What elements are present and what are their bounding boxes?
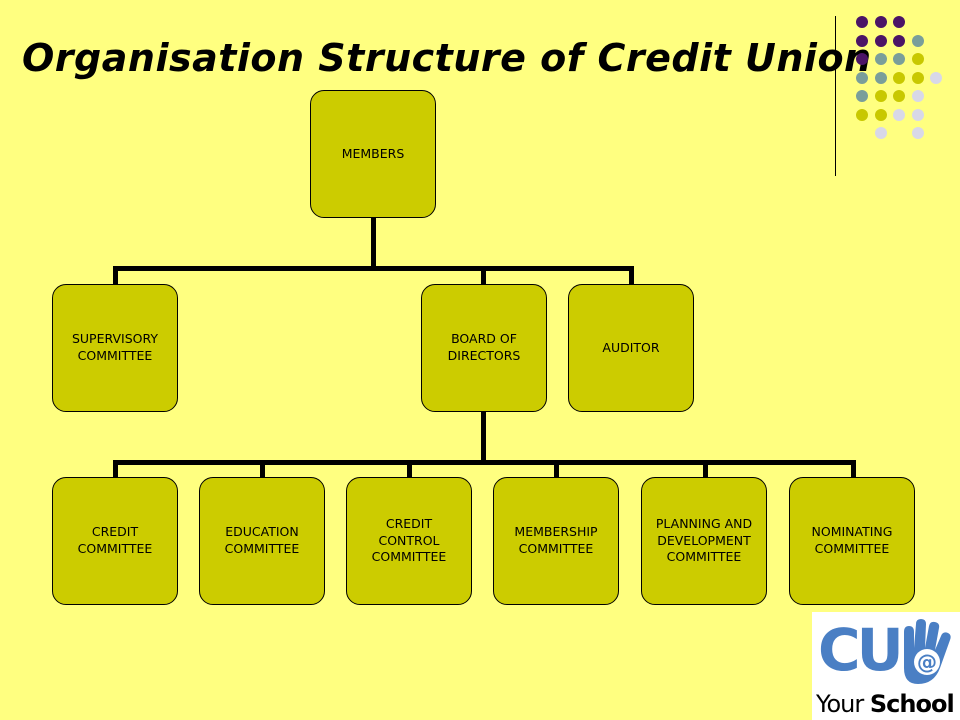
logo-tagline-prefix: Your <box>816 690 870 718</box>
hand-at-icon: @ <box>904 619 951 684</box>
decorative-dot <box>874 127 887 139</box>
node-members: MEMBERS <box>310 90 436 218</box>
decorative-dot <box>911 127 924 139</box>
logo-tagline-bold: School <box>869 690 955 718</box>
node-credit-committee: CREDIT COMMITTEE <box>52 477 178 605</box>
connector-members-down <box>371 218 376 268</box>
node-nominating-committee: NOMINATING COMMITTEE <box>789 477 915 605</box>
decorative-dot <box>893 34 905 47</box>
connector-level2-bar <box>113 460 856 465</box>
decorative-dot <box>911 34 924 47</box>
connector-board-drop <box>481 266 486 284</box>
decorative-dot <box>874 90 887 102</box>
decorative-dot <box>893 16 905 28</box>
node-education-committee: EDUCATION COMMITTEE <box>199 477 325 605</box>
decorative-dot <box>856 90 868 102</box>
decorative-dot <box>893 71 905 84</box>
connector-level1-bar <box>113 266 634 271</box>
decorative-dot <box>911 53 924 65</box>
decorative-dot <box>874 53 887 65</box>
node-planning-development-committee: PLANNING AND DEVELOPMENT COMMITTEE <box>641 477 767 605</box>
connector-credit-drop <box>113 460 118 477</box>
connector-membership-drop <box>554 460 559 477</box>
decorative-dot <box>911 71 924 84</box>
node-supervisory-committee: SUPERVISORY COMMITTEE <box>52 284 178 412</box>
decorative-dot <box>911 108 924 121</box>
connector-board-down <box>481 412 486 462</box>
decorative-vertical-rule <box>835 16 836 176</box>
node-membership-committee: MEMBERSHIP COMMITTEE <box>493 477 619 605</box>
logo-tagline: Your School <box>816 690 955 718</box>
connector-education-drop <box>260 460 265 477</box>
node-auditor: AUDITOR <box>568 284 694 412</box>
decorative-dot <box>893 53 905 65</box>
connector-auditor-drop <box>629 266 634 284</box>
decorative-dot <box>893 90 905 102</box>
decorative-dot <box>856 34 868 47</box>
decorative-dot <box>930 71 942 84</box>
page-title: Organisation Structure of Credit Union <box>22 36 872 80</box>
cu-your-school-logo: CU @ Your School <box>812 612 960 720</box>
decorative-dot <box>874 108 887 121</box>
decorative-dot <box>856 53 868 65</box>
decorative-dot <box>856 108 868 121</box>
node-credit-control-committee: CREDIT CONTROL COMMITTEE <box>346 477 472 605</box>
decorative-dot <box>911 90 924 102</box>
connector-supervisory-drop <box>113 266 118 284</box>
decorative-dot <box>893 108 905 121</box>
logo-cu-mark: CU <box>818 616 904 684</box>
connector-nominating-drop <box>851 460 856 477</box>
connector-credit-control-drop <box>407 460 412 477</box>
connector-planning-drop <box>703 460 708 477</box>
decorative-dot <box>874 16 887 28</box>
logo-at-sign: @ <box>917 650 937 674</box>
decorative-dot <box>874 34 887 47</box>
decorative-dot <box>856 71 868 84</box>
node-board-of-directors: BOARD OF DIRECTORS <box>421 284 547 412</box>
decorative-dot <box>874 71 887 84</box>
decorative-dot <box>856 16 868 28</box>
